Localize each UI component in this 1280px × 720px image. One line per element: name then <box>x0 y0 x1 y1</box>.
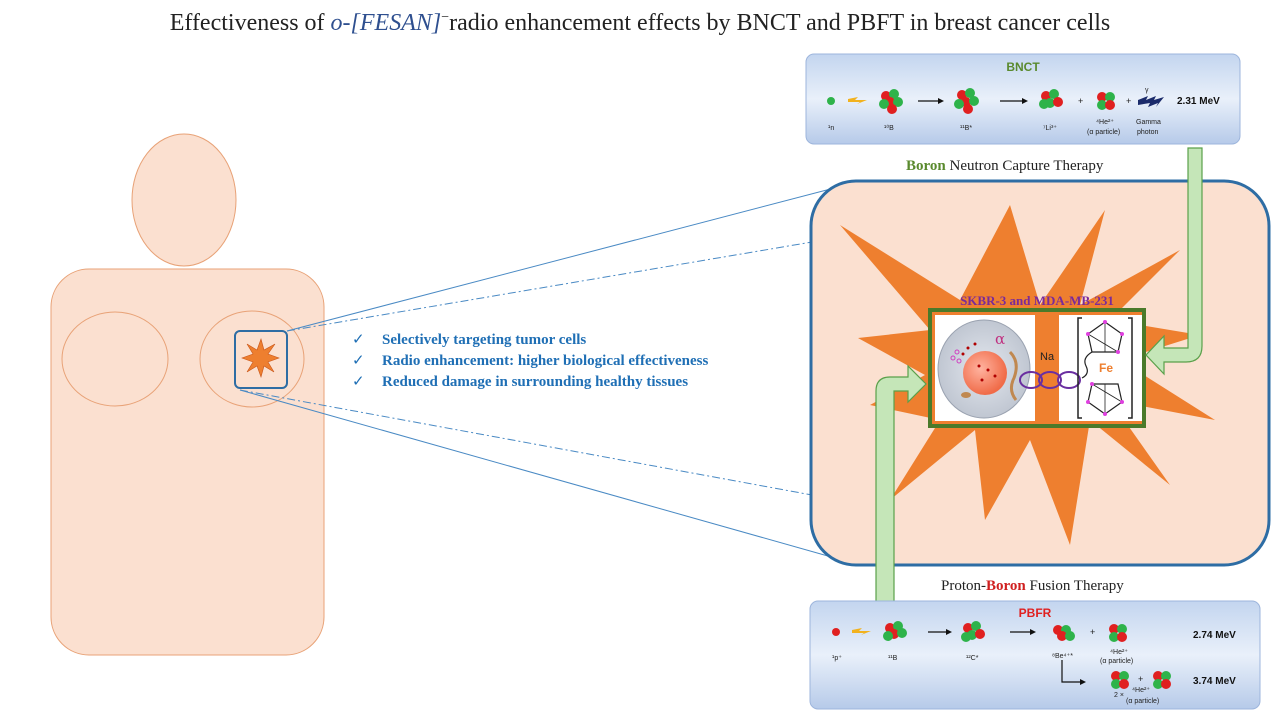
cell-panel: α Na Fe <box>928 308 1146 428</box>
pbfr-boron11-icon <box>883 621 907 641</box>
bnct-label-b10: ¹⁰B <box>884 124 894 132</box>
lightning-icon <box>848 97 867 104</box>
nucleus-icon <box>963 351 1007 395</box>
bnct-label-gamma-symbol: γ <box>1145 87 1149 94</box>
fesan-structure-icon: Fe <box>1077 317 1133 419</box>
bnct-energy: 2.31 MeV <box>1177 96 1220 107</box>
pbfr-caption: Proton-Boron Fusion Therapy <box>941 578 1124 595</box>
pbfr-label-p: ¹p⁺ <box>832 655 842 662</box>
pbfr-alpha-icon-1 <box>1109 624 1127 642</box>
bnct-caption-highlight: Boron <box>906 158 946 174</box>
alpha-particle-icon <box>1097 92 1115 110</box>
pbfr-alpha-icon-2 <box>1111 671 1129 689</box>
pbfr-caption-pre: Proton- <box>941 578 986 594</box>
bnct-caption-rest: Neutron Capture Therapy <box>945 158 1104 174</box>
left-breast-shape <box>61 311 169 407</box>
pbfr-label-alpha: (α particle) <box>1100 658 1133 665</box>
checklist-item: ✓Radio enhancement: higher biological ef… <box>352 351 708 372</box>
checklist-item: ✓Selectively targeting tumor cells <box>352 330 708 351</box>
svg-text:+: + <box>1126 96 1131 106</box>
svg-text:+: + <box>1078 96 1083 106</box>
carbon12-nucleus-icon <box>961 621 985 642</box>
pbfr-label-2x: 2 × <box>1114 692 1124 699</box>
neutron-icon <box>827 97 835 105</box>
pbfr-label-alpha2: (α particle) <box>1126 698 1159 705</box>
beryllium-nucleus-icon <box>1053 625 1075 641</box>
pbfr-panel-title: PBFR <box>1019 606 1052 620</box>
benefits-checklist: ✓Selectively targeting tumor cells ✓Radi… <box>352 330 708 393</box>
bnct-label-n: ¹n <box>828 125 834 132</box>
check-icon: ✓ <box>352 374 365 390</box>
lithium-nucleus-icon <box>1039 89 1063 109</box>
fe-label: Fe <box>1099 361 1113 375</box>
pbfr-energy-2: 3.74 MeV <box>1193 676 1236 687</box>
pbfr-arrow <box>875 364 927 604</box>
cell-line-label: SKBR-3 and MDA-MB-231 <box>960 293 1114 308</box>
page-title: Effectiveness of o-[FESAN]−radio enhance… <box>169 10 1111 36</box>
boron10-nucleus-icon <box>879 89 903 114</box>
pbfr-energy-1: 2.74 MeV <box>1193 630 1236 641</box>
torso-shape <box>50 268 325 656</box>
proton-icon <box>832 628 840 636</box>
boron11-nucleus-icon <box>954 88 979 114</box>
bnct-label-alpha: (α particle) <box>1087 129 1120 136</box>
pbfr-caption-rest: Fusion Therapy <box>1025 578 1124 594</box>
linked-rings-icon <box>1019 371 1081 389</box>
pbfr-label-he2: ⁴He²⁺ <box>1132 687 1150 694</box>
right-breast-shape <box>199 310 305 408</box>
alpha-label: α <box>995 330 1005 348</box>
pbfr-alpha-icon-3 <box>1153 671 1171 689</box>
gamma-photon-icon <box>1138 96 1164 107</box>
bnct-panel-title: BNCT <box>1006 60 1040 74</box>
title-prefix: Effectiveness of <box>169 10 331 36</box>
pbfr-panel: PBFR + + <box>809 600 1261 710</box>
bnct-panel: BNCT + + ¹n ¹⁰B ¹¹B* ⁷Li <box>805 53 1241 145</box>
tumor-burst-small <box>241 338 280 378</box>
pbfr-lightning-icon <box>852 628 871 635</box>
pbfr-label-b11: ¹¹B <box>888 655 898 662</box>
title-compound: o-[FESAN] <box>330 10 442 36</box>
svg-text:+: + <box>1138 674 1143 684</box>
head-shape <box>131 133 237 267</box>
title-suffix: radio enhancement effects by BNCT and PB… <box>449 10 1111 36</box>
checklist-item: ✓Reduced damage in surrounding healthy t… <box>352 372 708 393</box>
na-label: Na <box>1040 351 1055 363</box>
body-silhouette <box>50 133 325 656</box>
bnct-label-b11: ¹¹B* <box>960 125 972 132</box>
check-icon: ✓ <box>352 332 365 348</box>
bnct-caption: Boron Neutron Capture Therapy <box>906 158 1103 175</box>
pbfr-label-c12: ¹²C* <box>966 655 979 662</box>
bnct-label-gamma: Gamma <box>1136 119 1161 126</box>
bnct-label-he: ⁴He²⁺ <box>1096 119 1114 126</box>
check-icon: ✓ <box>352 353 365 369</box>
svg-text:+: + <box>1090 627 1095 637</box>
pbfr-caption-highlight: Boron <box>986 578 1026 594</box>
zoom-lines <box>239 185 843 561</box>
bnct-label-li: ⁷Li³⁺ <box>1043 125 1057 132</box>
bnct-label-photon: photon <box>1137 129 1159 136</box>
pbfr-label-he: ⁴He²⁺ <box>1110 649 1128 656</box>
tumor-box <box>234 330 288 389</box>
pbfr-label-be: ⁸Be⁴⁺* <box>1052 653 1073 660</box>
bnct-arrow <box>1145 147 1203 376</box>
